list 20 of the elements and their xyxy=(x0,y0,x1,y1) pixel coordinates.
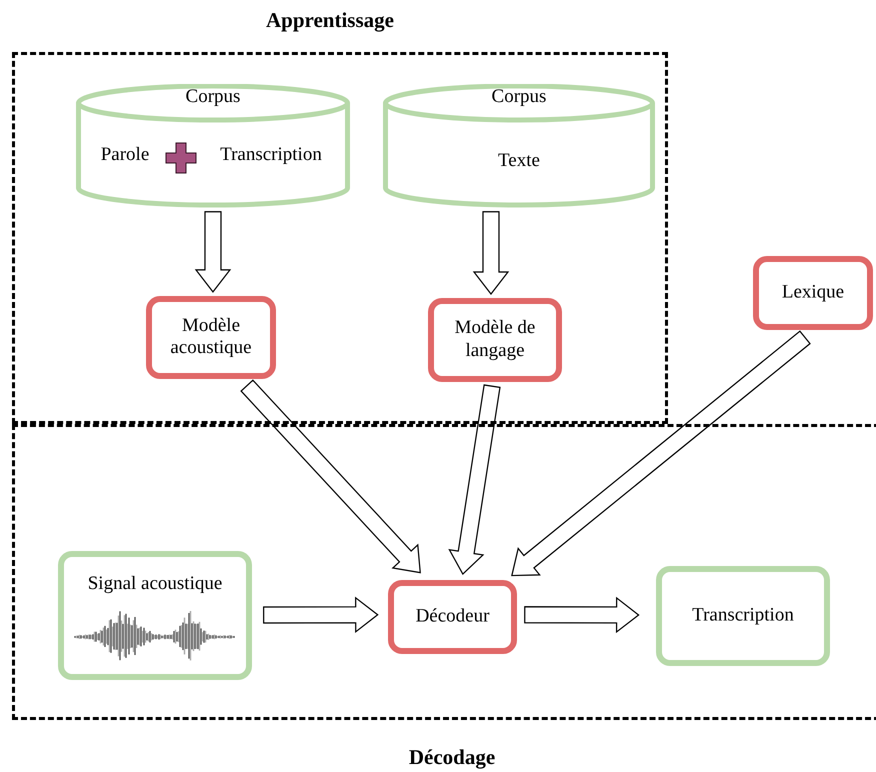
cylinder-label: Texte xyxy=(497,150,541,173)
block-arrow xyxy=(524,596,640,634)
block-arrow xyxy=(240,379,421,574)
region-heading: Apprentissage xyxy=(265,8,395,34)
box-label: Signal acoustique xyxy=(86,573,224,596)
block-arrow xyxy=(511,330,811,576)
cylinder-label: Corpus xyxy=(184,86,242,109)
box-label: Modèle acoustique xyxy=(169,314,253,360)
box-label: Modèle de langage xyxy=(454,317,536,363)
block-arrow xyxy=(448,384,501,576)
region-heading: Décodage xyxy=(408,745,496,770)
block-arrow xyxy=(194,211,232,293)
cylinder-label: Transcription xyxy=(219,144,323,167)
box-label: Transcription xyxy=(691,604,795,628)
cylinder-label: Corpus xyxy=(490,86,548,109)
box-label: Décodeur xyxy=(414,606,490,628)
cylinder-label: Parole xyxy=(100,144,150,167)
block-arrow xyxy=(472,211,510,295)
box-label: Lexique xyxy=(780,282,846,304)
block-arrow xyxy=(263,596,379,634)
